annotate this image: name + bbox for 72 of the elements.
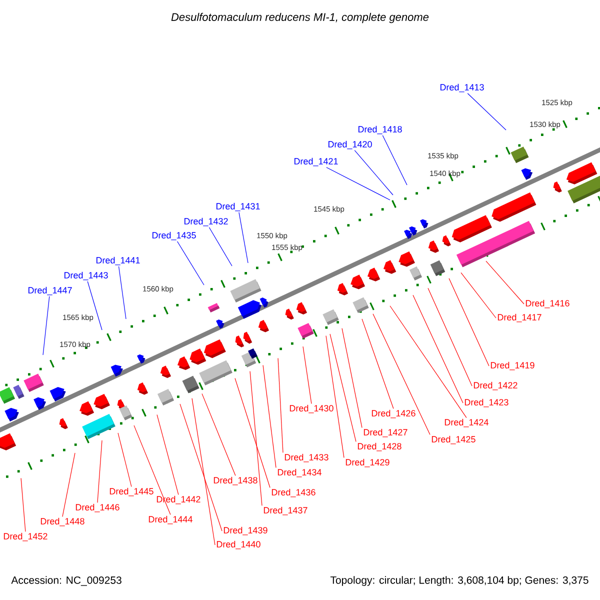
leader-line xyxy=(302,346,312,404)
gene-label: Dred_1430 xyxy=(290,404,334,414)
gene-label: Dred_1437 xyxy=(264,506,308,516)
leader-line xyxy=(467,93,506,130)
leader-line xyxy=(118,266,126,320)
gene-label: Dred_1424 xyxy=(444,418,488,428)
leader-line xyxy=(62,452,76,517)
leader-line xyxy=(180,404,222,532)
leader-line xyxy=(87,281,102,330)
leader-line xyxy=(250,370,262,506)
leader-line xyxy=(362,318,394,409)
gene-label: Dred_1446 xyxy=(76,504,120,512)
gene-label: Dred_1421 xyxy=(294,158,338,166)
leader-line xyxy=(262,364,276,468)
leader-line xyxy=(208,227,232,266)
leader-line xyxy=(42,296,50,356)
gene-label: Dred_1436 xyxy=(272,488,316,498)
leader-line xyxy=(460,272,496,318)
gene-label: Dred_1431 xyxy=(216,202,260,212)
gene-label: Dred_1425 xyxy=(432,436,476,444)
gene-label: Dred_1447 xyxy=(28,286,72,296)
leader-line xyxy=(234,378,270,488)
gene-label: Dred_1439 xyxy=(224,526,268,536)
gene-label: Dred_1428 xyxy=(358,442,402,452)
leader-line xyxy=(97,440,102,503)
gene-label: Dred_1434 xyxy=(278,468,322,478)
leader-line xyxy=(118,432,132,487)
leader-line xyxy=(192,398,216,546)
gene-label: Dred_1443 xyxy=(64,272,108,280)
gene-label: Dred_1423 xyxy=(464,398,508,408)
gene-label: Dred_1435 xyxy=(152,232,196,240)
leader-line xyxy=(372,314,430,435)
gene-label: Dred_1438 xyxy=(214,476,258,486)
gene-label: Dred_1419 xyxy=(490,362,534,370)
leader-line xyxy=(354,150,394,196)
gene-label: Dred_1441 xyxy=(96,256,140,266)
gene-label: Dred_1429 xyxy=(346,458,390,468)
leader-line xyxy=(20,478,26,532)
leader-line xyxy=(342,328,362,428)
leader-line xyxy=(486,260,524,304)
title: Desulfotomaculum reducens MI-1, complete genome xyxy=(171,12,429,24)
gene-label: Dred_1427 xyxy=(364,428,408,438)
leader-line xyxy=(326,167,390,200)
gene-label: Dred_1418 xyxy=(358,126,402,134)
leader-line xyxy=(326,335,344,458)
gene-label: Dred_1416 xyxy=(526,300,570,308)
leader-line xyxy=(238,212,248,264)
leader-line xyxy=(156,414,179,495)
leader-line xyxy=(412,294,464,404)
gene-label: Dred_1426 xyxy=(372,410,416,418)
leader-line xyxy=(134,425,171,515)
leader-line xyxy=(428,288,472,386)
leader-line xyxy=(382,135,408,186)
footer-text: Topology: circular; Length: 3,608,104 bp; Genes: 3,375 xyxy=(330,576,588,586)
gene-label: Dred_1444 xyxy=(148,516,192,524)
gene-label: Dred_1420 xyxy=(328,140,372,150)
gene-label: Dred_1413 xyxy=(440,84,484,92)
leader-line xyxy=(176,241,204,286)
gene-label: Dred_1452 xyxy=(4,532,48,542)
footer-text: Accession: NC_009253 xyxy=(11,576,122,586)
gene-label: Dred_1432 xyxy=(184,218,228,226)
gene-label: Dred_1448 xyxy=(40,518,84,526)
leader-line xyxy=(448,278,490,366)
leader-line xyxy=(390,306,467,418)
leader-line xyxy=(330,334,356,442)
gene-label: Dred_1440 xyxy=(216,540,260,550)
gene-label: Dred_1433 xyxy=(284,454,328,462)
gene-label: Dred_1445 xyxy=(110,488,154,496)
leader-line xyxy=(202,393,236,476)
gene-label: Dred_1422 xyxy=(474,382,518,390)
leader-line xyxy=(278,358,284,453)
gene-label: Dred_1417 xyxy=(498,314,542,322)
